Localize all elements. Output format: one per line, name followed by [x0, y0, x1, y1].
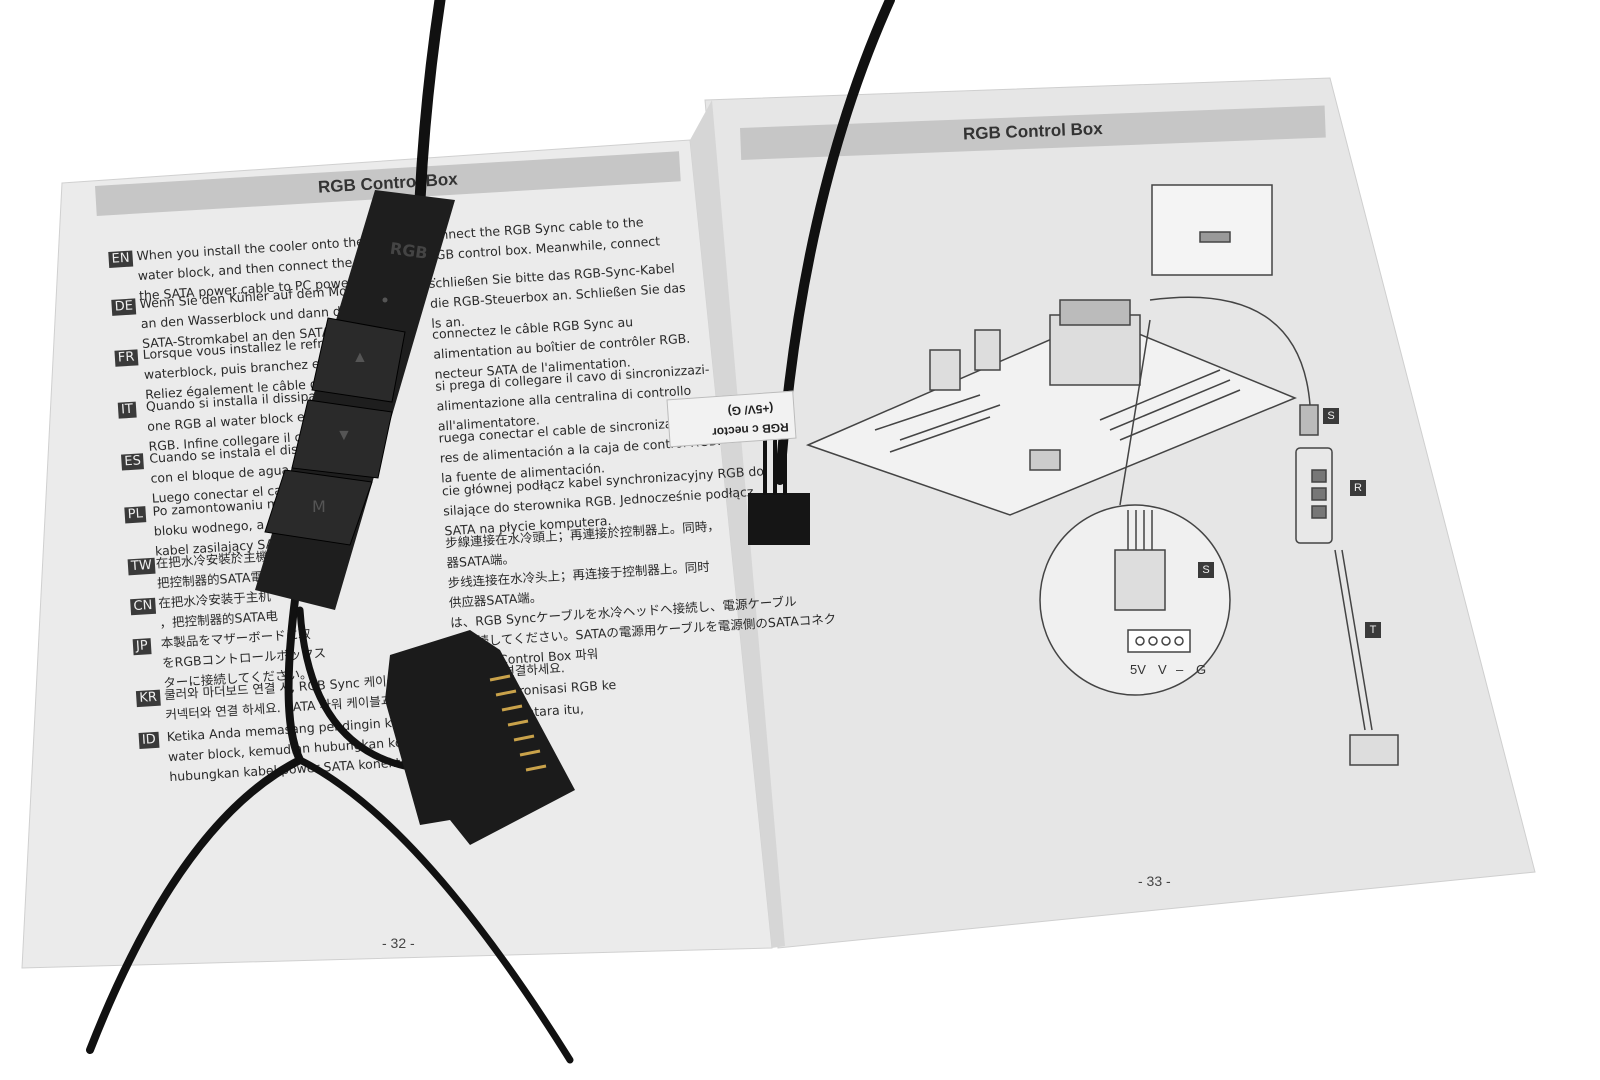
- down-arrow-icon: ▼: [336, 427, 352, 444]
- mode-label: M: [312, 497, 326, 516]
- rgb-cable-right: [775, 0, 895, 485]
- label-s-zoom: S: [1198, 562, 1214, 578]
- motherboard-diagram: [805, 184, 1399, 766]
- tag-line-2: (+5V/ G): [727, 401, 774, 419]
- rgb-header-connector: [748, 493, 810, 545]
- pin-5v: 5V: [1130, 662, 1146, 677]
- pin-g: G: [1196, 662, 1207, 677]
- sata-contacts: [489, 674, 547, 772]
- right-page-number: - 33 -: [1138, 873, 1171, 889]
- cable-bottom-right: [296, 756, 574, 1064]
- button-up[interactable]: [311, 317, 406, 403]
- tag-line-1: RGB c nector: [711, 420, 790, 440]
- sata-cable: [296, 606, 434, 774]
- label-s: S: [1323, 408, 1339, 424]
- pin-v: V: [1158, 662, 1167, 677]
- left-page-number: - 32 -: [382, 935, 415, 951]
- label-t: T: [1365, 622, 1381, 638]
- book-spine-shadow: [690, 100, 785, 948]
- up-arrow-icon: ▲: [352, 349, 368, 366]
- sync-cable-top: [414, 0, 446, 206]
- label-r: R: [1350, 480, 1366, 496]
- cable-bottom-left: [86, 596, 306, 1054]
- button-mode[interactable]: [264, 469, 373, 546]
- sata-power-connector: [385, 630, 575, 845]
- button-down[interactable]: [291, 399, 393, 479]
- pin-dash: –: [1176, 662, 1184, 677]
- cable-label-tag: RGB c nector (+5V/ G): [666, 390, 797, 448]
